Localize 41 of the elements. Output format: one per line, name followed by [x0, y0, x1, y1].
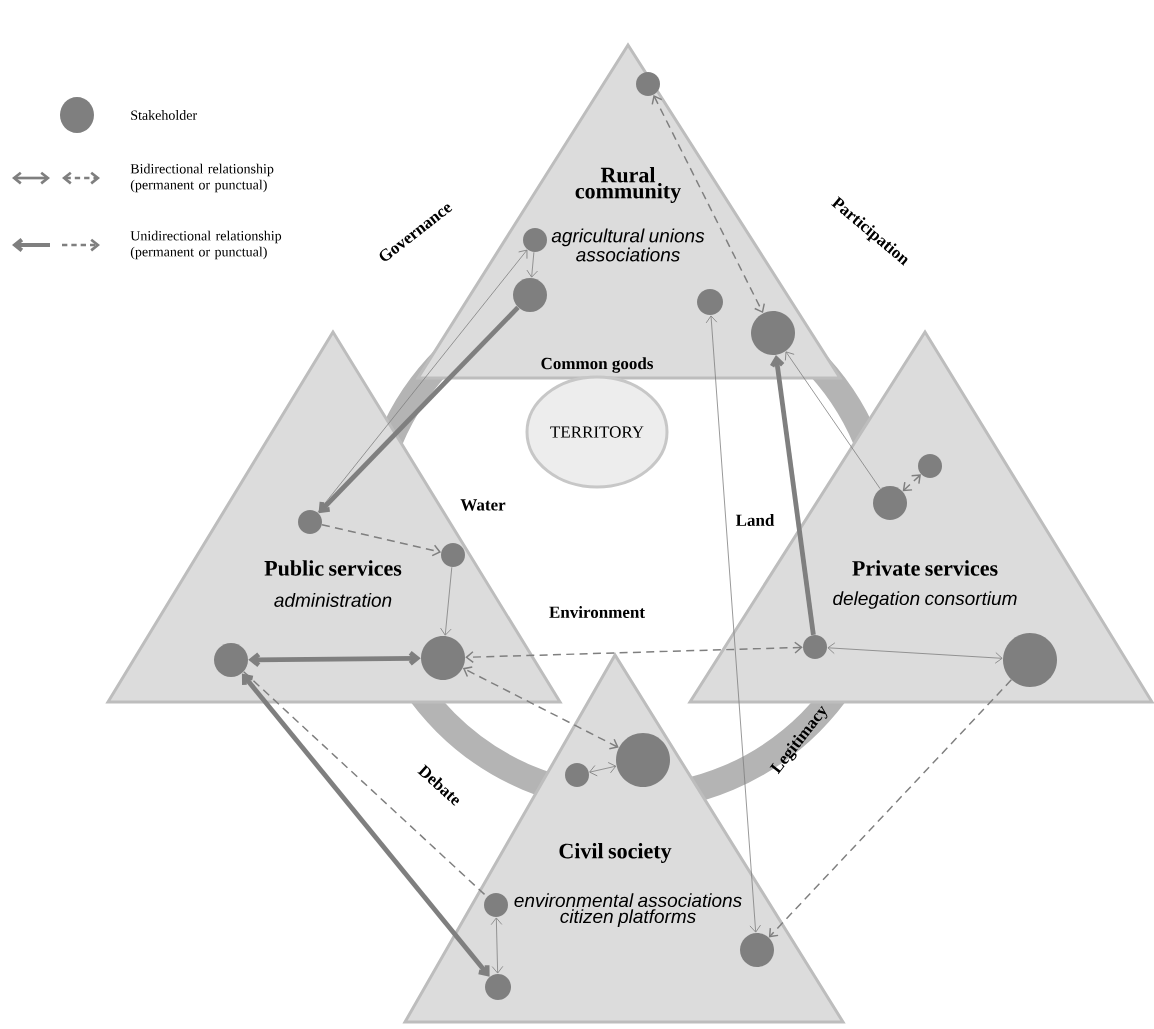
- stakeholder-circle: [441, 543, 465, 567]
- arrow: [589, 762, 617, 777]
- stakeholder-circle: [298, 510, 322, 534]
- stakeholder-circle: [484, 893, 508, 917]
- arrow: [321, 524, 442, 557]
- stakeholder-circle: [485, 974, 511, 1000]
- stakeholder-circle: [636, 72, 660, 96]
- arrow: [465, 641, 803, 664]
- arrow: [902, 474, 921, 492]
- stakeholder-circle: [421, 636, 465, 680]
- stakeholder-circle: [513, 278, 547, 312]
- theme-label: Water: [460, 499, 506, 511]
- stakeholder-circle: [214, 643, 248, 677]
- arrow: [318, 305, 520, 514]
- arrow: [770, 355, 816, 636]
- arrow: [827, 642, 1003, 664]
- arrow: [317, 249, 528, 513]
- stakeholder-circle: [873, 486, 907, 520]
- stakeholder-circle: [565, 763, 589, 787]
- stakeholder-circle: [740, 933, 774, 967]
- arrow: [785, 351, 881, 490]
- legend-label: Unidirectional relationship (permanent or punctual): [130, 230, 282, 260]
- stakeholder-circle: [523, 228, 547, 252]
- stakeholder-circle: [697, 289, 723, 315]
- arrow: [490, 917, 504, 974]
- arrow: [462, 666, 619, 750]
- arrow: [526, 251, 538, 278]
- stakeholder-circle: [616, 733, 670, 787]
- stakeholder-circle: [918, 454, 942, 478]
- arrow: [241, 673, 490, 977]
- stakeholder-circle: [1003, 633, 1057, 687]
- arrow: [705, 315, 761, 933]
- legend-label: Bidirectional relationship (permanent or punctual): [130, 163, 274, 193]
- stakeholder-circle: [803, 635, 827, 659]
- arrow: [651, 94, 765, 314]
- stakeholder-circle: [751, 311, 795, 355]
- arrow: [248, 651, 421, 667]
- arrow: [440, 566, 453, 636]
- legend-label: Stakeholder: [131, 110, 197, 120]
- theme-label: Land: [735, 514, 775, 526]
- arrow: [768, 679, 1013, 938]
